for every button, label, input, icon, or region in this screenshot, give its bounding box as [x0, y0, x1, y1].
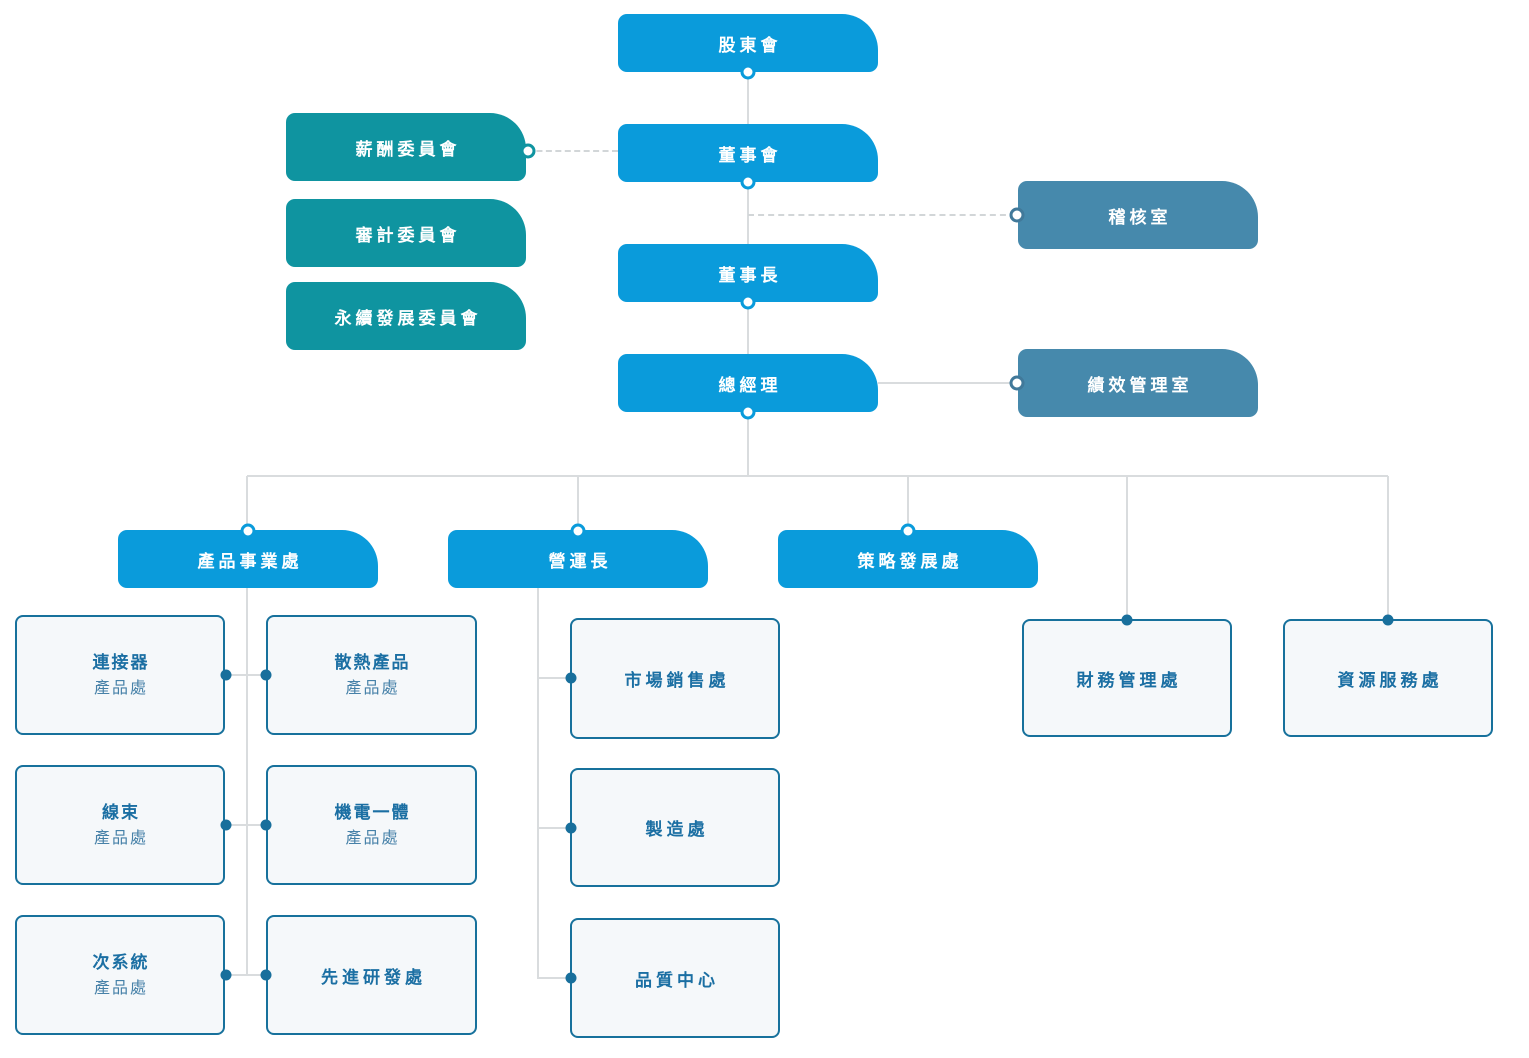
junction-dot-manufacturing-left — [565, 822, 577, 834]
node-label: 先進研發處 — [321, 967, 426, 987]
junction-dot-quality-center-left — [565, 972, 577, 984]
node-label-line2: 產品處 — [93, 679, 148, 697]
junction-dot-audit-office-left — [1009, 207, 1025, 223]
node-manufacturing-division: 製造處 — [570, 768, 780, 887]
dash-board-audit-office — [748, 214, 1016, 216]
line-president-bus — [747, 411, 749, 476]
line-shareholders-board — [747, 71, 749, 125]
node-wire-harness-products: 線束 產品處 — [15, 765, 225, 885]
node-board-of-directors: 董事會 — [618, 124, 878, 182]
line-stub-connector-thermal — [225, 674, 266, 676]
node-advanced-rd-division: 先進研發處 — [266, 915, 477, 1035]
node-audit-office: 稽核室 — [1018, 181, 1258, 249]
junction-dot-advanced-rd-left — [260, 969, 272, 981]
line-drop-product-business — [246, 476, 248, 531]
node-subsystem-products: 次系統 產品處 — [15, 915, 225, 1035]
node-label: 財務管理處 — [1076, 670, 1182, 690]
line-stub-market-sales — [537, 677, 571, 679]
node-label: 營運長 — [548, 551, 612, 571]
node-label: 市場銷售處 — [624, 671, 730, 690]
line-drop-strategy — [907, 476, 909, 531]
node-mechatronics-products: 機電一體 產品處 — [266, 765, 477, 885]
line-president-performance-office — [878, 382, 1016, 384]
node-audit-committee: 審計委員會 — [286, 199, 526, 267]
node-connector-products: 連接器 產品處 — [15, 615, 225, 735]
node-compensation-committee: 薪酬委員會 — [286, 113, 526, 181]
node-label-line1: 散熱產品 — [334, 652, 411, 672]
line-stub-manufacturing — [537, 827, 571, 829]
junction-dot-connector-right — [220, 669, 232, 681]
node-label: 品質中心 — [635, 970, 719, 990]
line-drop-resource-services — [1387, 476, 1389, 620]
line-stub-harness-mechatronics — [225, 824, 266, 826]
junction-dot-finance-top — [1121, 614, 1133, 626]
line-spine-product-children — [246, 588, 248, 975]
node-sustainability-committee: 永續發展委員會 — [286, 282, 526, 350]
line-board-chairman — [747, 181, 749, 245]
junction-dot-compensation-right — [520, 143, 536, 159]
node-product-business-division: 產品事業處 — [118, 530, 378, 588]
node-label-line2: 產品處 — [93, 979, 148, 997]
line-stub-subsystem-rd — [225, 974, 266, 976]
node-label: 審計委員會 — [355, 225, 461, 245]
junction-dot-harness-right — [220, 819, 232, 831]
node-president: 總經理 — [618, 354, 878, 412]
node-label: 製造處 — [645, 820, 709, 839]
junction-dot-market-sales-left — [565, 672, 577, 684]
node-thermal-products: 散熱產品 產品處 — [266, 615, 477, 735]
node-label: 績效管理室 — [1087, 375, 1193, 395]
node-label-line2: 產品處 — [345, 829, 400, 847]
node-label: 股東會 — [718, 35, 782, 55]
node-label-line2: 產品處 — [345, 679, 400, 697]
node-resource-services-division: 資源服務處 — [1283, 619, 1493, 737]
junction-dot-board-bottom — [740, 174, 756, 190]
line-bus-horizontal — [247, 475, 1388, 477]
node-label: 稽核室 — [1108, 207, 1172, 227]
node-label: 永續發展委員會 — [334, 308, 482, 328]
node-label-line2: 產品處 — [93, 829, 148, 847]
node-label-line1: 次系統 — [92, 952, 150, 972]
node-market-sales-division: 市場銷售處 — [570, 618, 780, 739]
line-drop-finance — [1126, 476, 1128, 620]
node-label: 總經理 — [718, 375, 782, 395]
node-label: 董事長 — [718, 265, 782, 285]
node-strategy-development-division: 策略發展處 — [778, 530, 1038, 588]
node-chairman: 董事長 — [618, 244, 878, 302]
junction-dot-president-bottom — [740, 404, 756, 420]
line-spine-coo-children — [537, 588, 539, 978]
node-label: 薪酬委員會 — [355, 139, 461, 159]
line-drop-coo — [577, 476, 579, 531]
node-shareholders-meeting: 股東會 — [618, 14, 878, 72]
node-label-line1: 連接器 — [92, 652, 150, 672]
junction-dot-subsystem-right — [220, 969, 232, 981]
node-label: 策略發展處 — [857, 551, 963, 571]
dash-compensation-board — [527, 150, 618, 152]
line-stub-quality-center — [537, 977, 571, 979]
node-label-line1: 機電一體 — [334, 802, 411, 822]
node-label: 董事會 — [718, 145, 782, 165]
junction-dot-chairman-bottom — [740, 294, 756, 310]
node-label: 資源服務處 — [1337, 670, 1443, 690]
node-label: 產品事業處 — [197, 551, 303, 571]
node-label-line1: 線束 — [102, 802, 140, 822]
junction-dot-strategy-top — [900, 523, 916, 539]
line-chairman-president — [747, 301, 749, 355]
node-finance-division: 財務管理處 — [1022, 619, 1232, 737]
node-quality-center: 品質中心 — [570, 918, 780, 1038]
junction-dot-resource-services-top — [1382, 614, 1394, 626]
junction-dot-coo-top — [570, 523, 586, 539]
junction-dot-thermal-left — [260, 669, 272, 681]
node-coo: 營運長 — [448, 530, 708, 588]
node-performance-office: 績效管理室 — [1018, 349, 1258, 417]
junction-dot-product-business-top — [240, 523, 256, 539]
junction-dot-mechatronics-left — [260, 819, 272, 831]
junction-dot-shareholders-bottom — [740, 64, 756, 80]
junction-dot-performance-office-left — [1009, 375, 1025, 391]
